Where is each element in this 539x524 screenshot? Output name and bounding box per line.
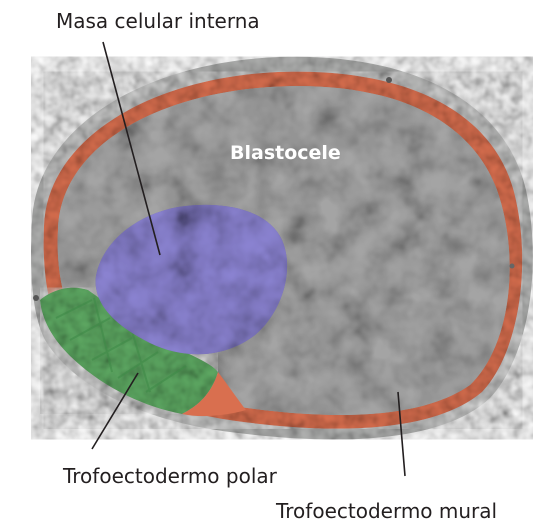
rim-speck xyxy=(386,77,392,83)
rim-speck xyxy=(33,295,39,301)
label-inner-cell-mass: Masa celular interna xyxy=(56,9,260,33)
label-blastocoel: Blastocele xyxy=(230,142,341,164)
label-polar-trophectoderm: Trofoectodermo polar xyxy=(62,464,278,488)
label-mural-trophectoderm: Trofoectodermo mural xyxy=(275,499,497,523)
rim-speck xyxy=(510,264,515,269)
